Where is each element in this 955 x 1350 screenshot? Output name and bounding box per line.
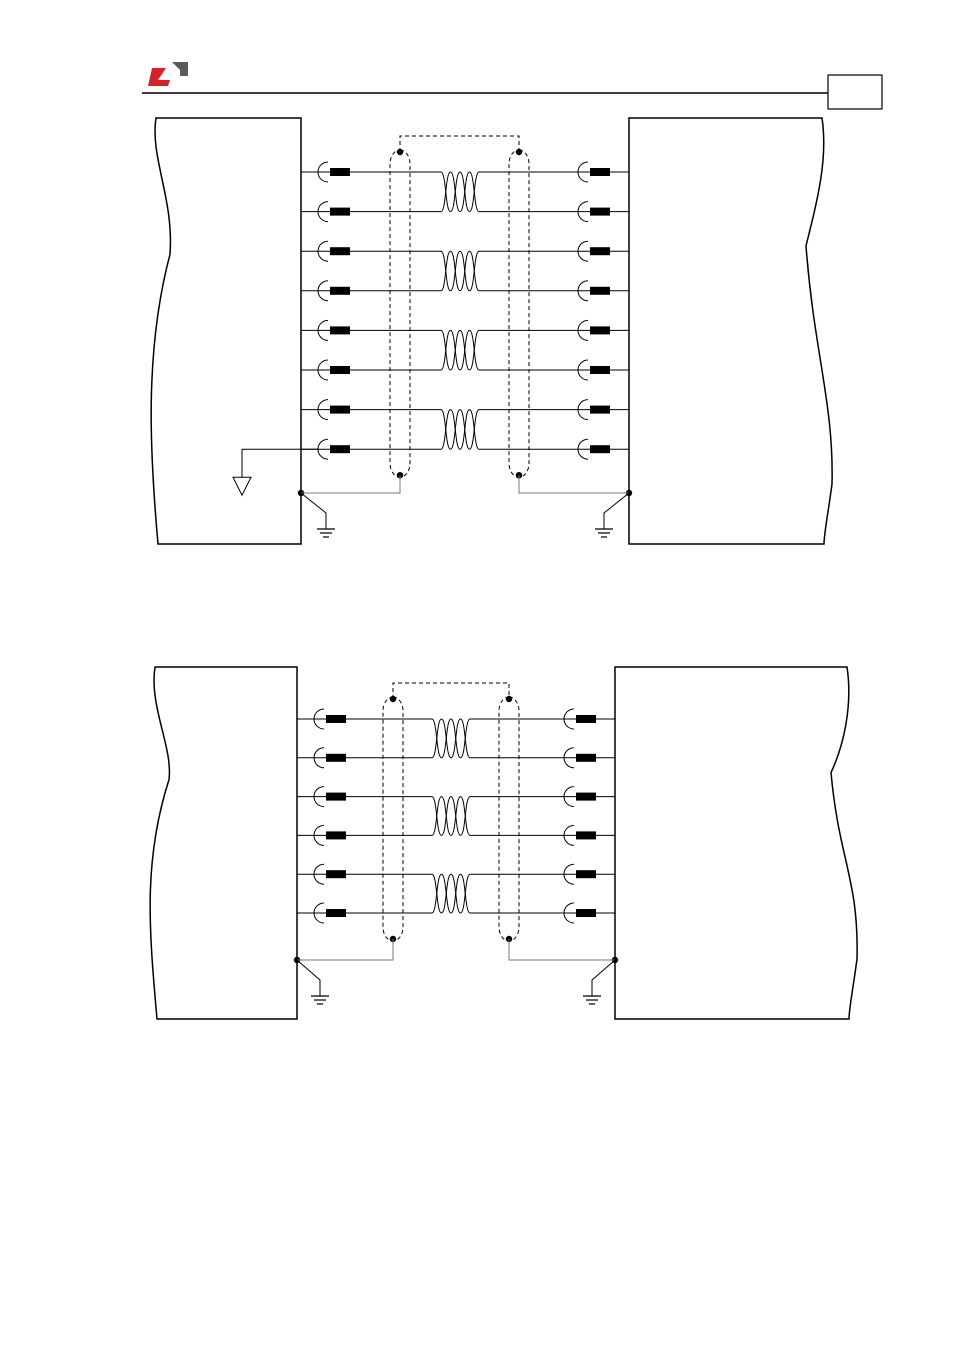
shield-node [397,149,403,155]
signal-wire [301,162,629,182]
connector-pin [326,909,346,917]
signal-wire [297,787,615,807]
connector-pin [330,326,350,334]
signal-wire [301,320,629,340]
connector-pin [590,247,610,255]
earth-ground-icon [317,517,335,537]
signal-wire [301,241,629,261]
signal-wire [301,439,629,459]
twisted-pair [432,719,470,758]
earth-ground-icon [311,984,329,1004]
wiring-diagram-lower [150,667,857,1019]
connector-pin [326,754,346,762]
twisted-pair [441,410,479,450]
connector-pin [576,793,596,801]
right-device-box [629,118,832,544]
cable-shield-right [499,697,519,941]
signal-wire [301,202,629,222]
connector-pin [326,831,346,839]
page-number-box [828,75,882,109]
connector-pin [590,287,610,295]
shield-node [506,696,512,702]
left-device-box [150,667,297,1019]
right-device-box [615,667,857,1019]
connector-pin [590,366,610,374]
signal-wire [301,360,629,380]
connector-pin [590,406,610,414]
earth-wire-left [297,960,320,984]
shield-drain-bridge [393,683,509,699]
twisted-pair [441,251,479,291]
connector-pin [576,870,596,878]
connector-pin [330,445,350,453]
signal-wire [301,400,629,420]
twisted-pair [441,172,479,212]
connector-pin [330,247,350,255]
connector-pin [330,208,350,216]
cable-shield-left [390,150,410,477]
earth-wire-left [301,493,326,517]
earth-wire-right [592,960,615,984]
signal-wire [297,864,615,884]
signal-wire [297,709,615,729]
connector-pin [576,715,596,723]
shield-node [516,149,522,155]
connector-pin [326,870,346,878]
twisted-pair [441,330,479,370]
shield-ground-wire-left [301,475,400,493]
cable-shield-right [509,150,529,477]
connector-pin [576,909,596,917]
shield-ground-wire-right [519,475,629,493]
shield-ground-wire-right [509,939,615,960]
connector-pin [330,168,350,176]
connector-pin [330,287,350,295]
connector-pin [590,168,610,176]
connector-pin [326,793,346,801]
signal-wire [297,825,615,845]
signal-wire [297,748,615,768]
shield-drain-bridge [400,136,519,152]
signal-wire [297,903,615,923]
left-device-box [151,118,301,544]
connector-pin [576,754,596,762]
earth-ground-icon [583,984,601,1004]
connector-pin [326,715,346,723]
earth-ground-icon [595,517,613,537]
signal-ground-icon [233,477,251,495]
shield-ground-wire-left [297,939,393,960]
connector-pin [576,831,596,839]
twisted-pair [432,874,470,913]
signal-wire [301,281,629,301]
signal-ground-wire [242,449,318,477]
connector-pin [590,326,610,334]
company-logo-icon [148,62,188,86]
connector-pin [330,366,350,374]
shield-node [390,696,396,702]
connector-pin [590,208,610,216]
connector-pin [330,406,350,414]
cable-shield-left [383,697,403,941]
earth-wire-right [604,493,629,517]
twisted-pair [432,797,470,836]
connector-pin [590,445,610,453]
header [142,62,882,109]
wiring-diagram-upper [151,118,832,544]
